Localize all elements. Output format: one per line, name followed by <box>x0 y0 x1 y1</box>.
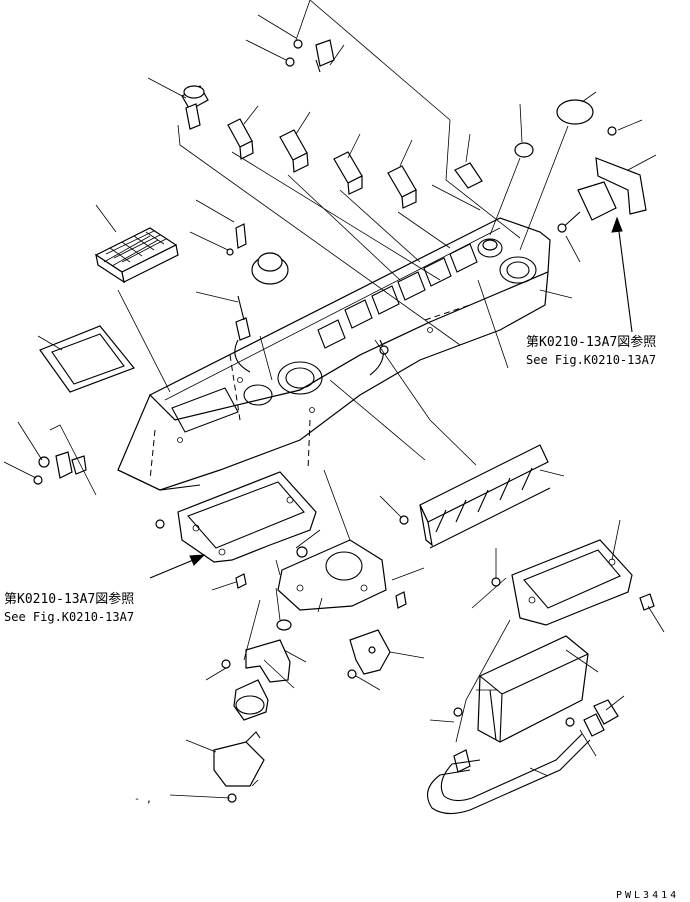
gauge-bracket <box>221 619 292 721</box>
controller-unit <box>453 635 589 773</box>
key-switch-knob <box>235 252 289 341</box>
vent-grille <box>94 227 179 284</box>
switch-slots <box>317 243 478 349</box>
wire-harness <box>426 699 619 815</box>
rocker-switches <box>227 118 483 209</box>
cooling-fins <box>399 444 551 549</box>
reference-label-right-ja: 第K0210-13A7図参照 <box>526 334 656 350</box>
holder-bracket <box>213 731 265 803</box>
stray-mark: - , <box>134 794 152 805</box>
reference-label-left-ja: 第K0210-13A7図参照 <box>4 591 134 607</box>
reference-arrow-right <box>611 216 633 333</box>
reference-label-left-en: See Fig.K0210-13A7 <box>4 610 134 624</box>
screw-icon <box>607 126 617 136</box>
console-housing <box>117 217 551 491</box>
indicator-cap <box>514 142 534 158</box>
bracket-connector <box>557 126 647 233</box>
bolt <box>226 223 247 256</box>
filter-panel <box>39 325 135 393</box>
gauge-opening <box>277 361 323 395</box>
connector-plug <box>181 85 209 130</box>
reference-arrow-left <box>149 554 206 579</box>
drawing-code: PWL3414 <box>616 890 679 901</box>
left-clips <box>33 451 87 485</box>
mounting-plate-left <box>155 471 317 589</box>
display-window <box>171 387 239 433</box>
internal-wiring <box>234 339 389 376</box>
lamp-cap <box>556 99 594 125</box>
controller-frame <box>491 539 655 626</box>
small-bracket <box>347 629 391 679</box>
center-mounting-plate <box>277 539 407 611</box>
reference-label-right-en: See Fig.K0210-13A7 <box>526 353 656 367</box>
leader-lines <box>3 0 665 799</box>
top-screws <box>285 39 335 73</box>
